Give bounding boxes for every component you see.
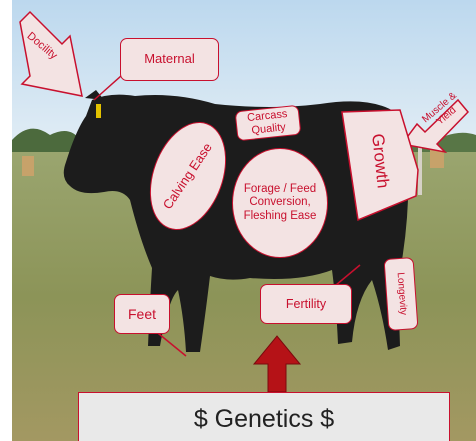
shed: [430, 150, 444, 168]
fertility-label: Fertility: [260, 284, 352, 324]
genetics-banner: $ Genetics $: [78, 392, 450, 441]
genetics-label: $ Genetics $: [194, 405, 334, 434]
maternal-label: Maternal: [120, 38, 219, 81]
longevity-label: Longevity: [394, 272, 408, 316]
feet-label: Feet: [114, 294, 170, 334]
ear-tag: [96, 104, 101, 118]
longevity-label-box: Longevity: [384, 257, 419, 331]
feeder: [22, 156, 34, 176]
forage-feed-oval: Forage / Feed Conversion, Fleshing Ease: [232, 148, 328, 258]
forage-feed-label: Forage / Feed Conversion, Fleshing Ease: [243, 183, 317, 223]
calving-ease-label: Calving Ease: [160, 140, 215, 212]
